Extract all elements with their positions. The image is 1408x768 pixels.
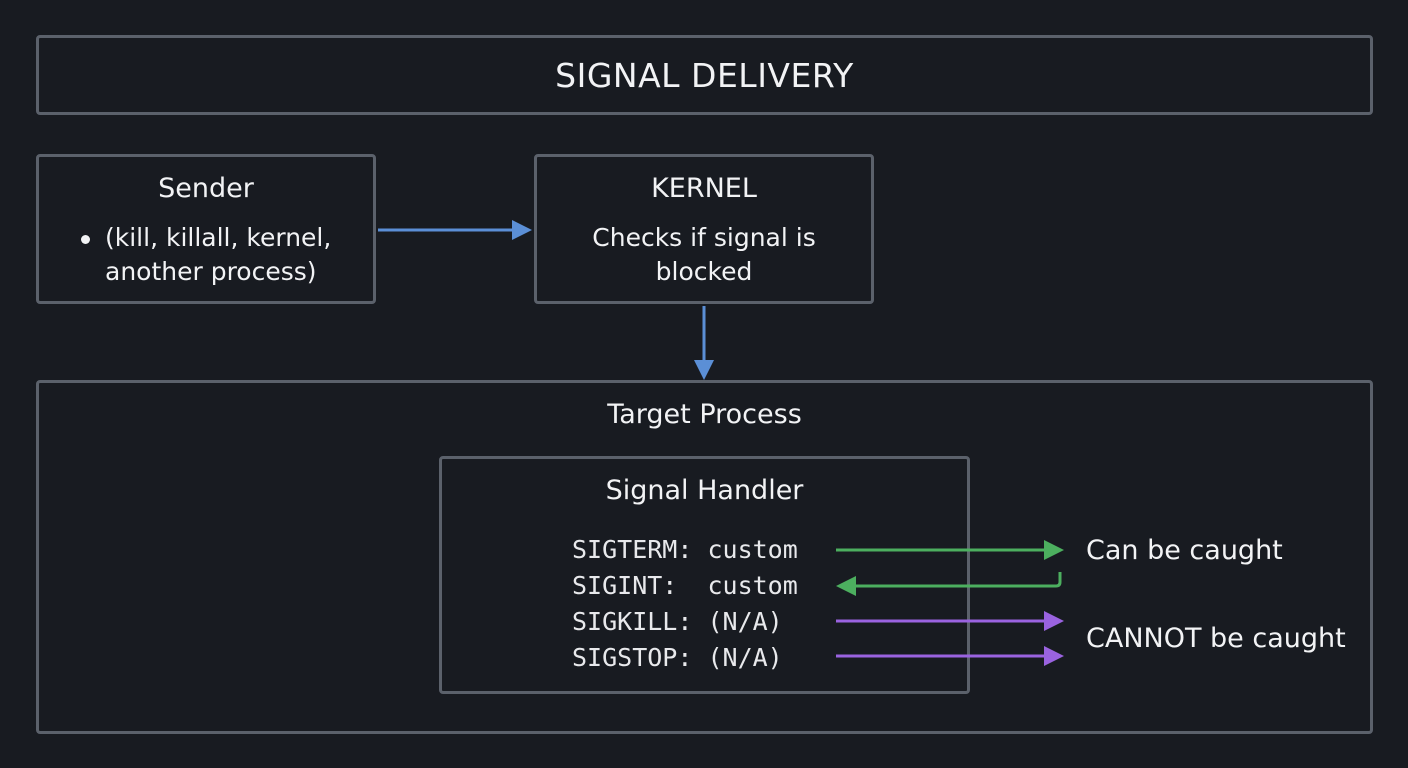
kernel-heading: KERNEL	[651, 173, 757, 204]
kernel-description: Checks if signal is blocked	[592, 223, 816, 286]
sigkill-cannot-catch-arrow	[836, 611, 1064, 631]
signal-row-sigint: SIGINT: custom	[572, 571, 798, 600]
signal-row-sigstop: SIGSTOP: (N/A)	[572, 643, 783, 672]
cannot-be-caught-label: CANNOT be caught	[1086, 623, 1346, 654]
bullet-icon	[81, 235, 90, 244]
sender-list: (kill, killall, kernel, another process)	[77, 221, 367, 289]
sender-heading: Sender	[158, 173, 254, 204]
signal-row-sigkill: SIGKILL: (N/A)	[572, 607, 783, 636]
sender-to-kernel-arrow	[378, 220, 532, 240]
signal-handler-box: Signal Handler SIGTERM: custom SIGINT: c…	[439, 456, 970, 694]
sigterm-catch-arrow	[836, 540, 1064, 560]
kernel-box: KERNEL Checks if signal is blocked	[534, 154, 874, 304]
sigint-catch-arrow	[836, 572, 1062, 596]
sigstop-cannot-catch-arrow	[836, 646, 1064, 666]
target-process-heading: Target Process	[607, 399, 802, 430]
kernel-to-target-arrow	[694, 306, 714, 380]
sender-item-text: (kill, killall, kernel, another process)	[105, 223, 332, 286]
signal-handler-heading: Signal Handler	[605, 475, 804, 506]
diagram-title: SIGNAL DELIVERY	[555, 55, 854, 95]
can-be-caught-label: Can be caught	[1086, 535, 1283, 566]
sender-list-item: (kill, killall, kernel, another process)	[77, 221, 367, 289]
title-box: SIGNAL DELIVERY	[36, 35, 1373, 115]
signal-row-sigterm: SIGTERM: custom	[572, 535, 798, 564]
sender-box: Sender (kill, killall, kernel, another p…	[36, 154, 376, 304]
target-process-box: Target Process	[36, 380, 1373, 734]
